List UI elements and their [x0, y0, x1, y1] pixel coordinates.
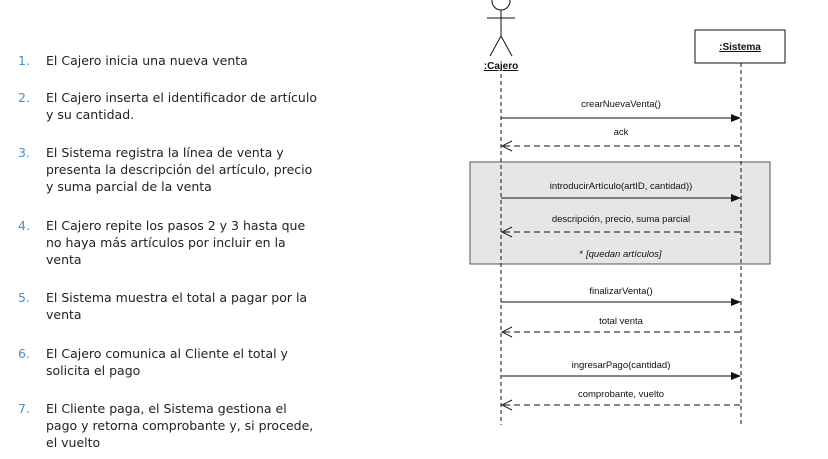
step-text: El Cajero comunica al Cliente el total y…: [46, 346, 288, 378]
sistema-label: :Sistema: [719, 42, 761, 53]
step-item: 2. El Cajero inserta el identificador de…: [18, 89, 318, 144]
message-8: comprobante, vuelto: [500, 389, 740, 411]
loop-fragment: [469, 161, 771, 265]
step-item: 1. El Cajero inicia una nueva venta: [18, 52, 318, 89]
step-number: 7.: [18, 401, 30, 416]
message-label: ingresarPago(cantidad): [572, 360, 671, 371]
step-item: 7. El Cliente paga, el Sistema gestiona …: [18, 400, 318, 456]
message-6: total venta: [500, 316, 740, 338]
step-number: 1.: [18, 53, 30, 68]
message-label: ack: [614, 127, 629, 138]
step-item: 3. El Sistema registra la línea de venta…: [18, 144, 318, 217]
step-number: 4.: [18, 218, 30, 233]
message-4: descripción, precio, suma parcial: [500, 214, 740, 238]
message-label: finalizarVenta(): [589, 286, 652, 297]
message-label: comprobante, vuelto: [578, 389, 664, 400]
message-7: ingresarPago(cantidad): [501, 360, 741, 380]
message-label: descripción, precio, suma parcial: [552, 214, 690, 225]
step-text: El Sistema muestra el total a pagar por …: [46, 290, 308, 322]
step-item: 6. El Cajero comunica al Cliente el tota…: [18, 345, 318, 400]
loop-guard: [quedan artículos]: [585, 249, 662, 260]
message-1: crearNuevaVenta(): [501, 99, 741, 122]
message-5: finalizarVenta(): [501, 286, 741, 306]
message-label: introducirArtículo(artID, cantidad)): [550, 181, 693, 192]
step-number: 2.: [18, 90, 30, 105]
loop-guard-star: *: [579, 249, 583, 260]
step-text: El Cliente paga, el Sistema gestiona el …: [46, 401, 314, 450]
step-text: El Cajero inserta el identificador de ar…: [46, 90, 317, 122]
message-2: ack: [500, 127, 740, 152]
step-number: 6.: [18, 346, 30, 361]
step-number: 3.: [18, 145, 30, 160]
step-item: 5. El Sistema muestra el total a pagar p…: [18, 289, 318, 345]
message-label: crearNuevaVenta(): [581, 99, 661, 110]
message-label: total venta: [599, 316, 644, 327]
step-item: 4. El Cajero repite los pasos 2 y 3 hast…: [18, 217, 318, 289]
step-text: El Cajero repite los pasos 2 y 3 hasta q…: [46, 218, 306, 267]
step-list: 1. El Cajero inicia una nueva venta 2. E…: [18, 52, 318, 456]
sistema-box: [694, 29, 786, 64]
step-text: El Cajero inicia una nueva venta: [46, 53, 248, 68]
step-text: El Sistema registra la línea de venta y …: [46, 145, 313, 194]
actor-cajero-label: :Cajero: [484, 61, 518, 72]
step-number: 5.: [18, 290, 30, 305]
actor-icon: [487, 0, 515, 57]
message-3: introducirArtículo(artID, cantidad)): [501, 181, 741, 202]
